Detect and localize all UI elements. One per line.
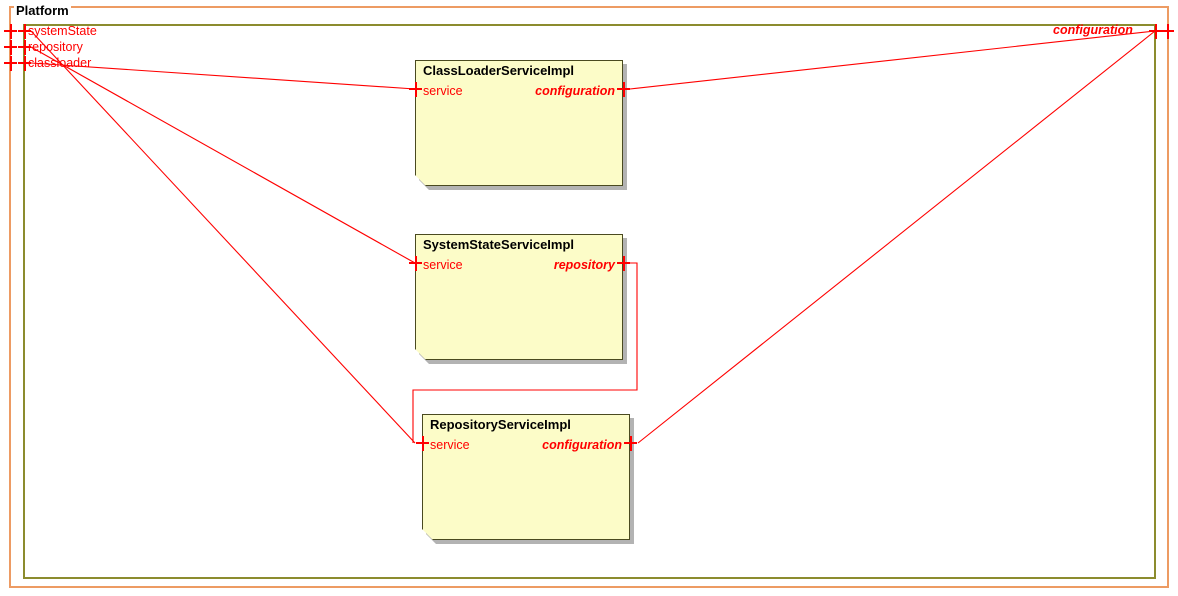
boundary-port-label-classloader: classloader bbox=[28, 56, 92, 70]
port-bar bbox=[416, 442, 429, 444]
component-port-label-configuration: configuration bbox=[542, 437, 622, 452]
port-marker-inner-systemstate[interactable] bbox=[18, 24, 31, 39]
component-port-label-repository: repository bbox=[553, 257, 615, 272]
port-marker-inner-classloader[interactable] bbox=[18, 56, 31, 71]
port-bar bbox=[4, 30, 17, 32]
component-body bbox=[415, 234, 623, 360]
port-bar bbox=[617, 262, 630, 264]
port-bar bbox=[617, 88, 630, 90]
port-bar bbox=[4, 62, 17, 64]
port-marker-outer-systemstate[interactable] bbox=[4, 24, 17, 39]
component-name-label: ClassLoaderServiceImpl bbox=[423, 63, 575, 78]
port-marker-classloaderservice-service[interactable] bbox=[409, 82, 422, 97]
component-port-row: service repository bbox=[415, 256, 623, 274]
component-body bbox=[422, 414, 630, 540]
component-port-label-service: service bbox=[423, 257, 463, 272]
component-repositoryserviceimpl[interactable]: RepositoryServiceImpl service configurat… bbox=[422, 414, 630, 540]
component-port-label-service: service bbox=[423, 83, 463, 98]
port-marker-outer-repository[interactable] bbox=[4, 40, 17, 55]
port-marker-outer-configuration[interactable] bbox=[1161, 24, 1174, 39]
port-bar bbox=[1149, 30, 1162, 32]
component-port-row: service configuration bbox=[422, 436, 630, 454]
component-name-label: SystemStateServiceImpl bbox=[423, 237, 575, 252]
boundary-port-label-repository: repository bbox=[28, 40, 83, 54]
component-name-label: RepositoryServiceImpl bbox=[430, 417, 571, 432]
port-bar bbox=[18, 62, 31, 64]
port-marker-inner-configuration[interactable] bbox=[1149, 24, 1162, 39]
port-marker-classloaderservice-configuration[interactable] bbox=[617, 82, 630, 97]
port-bar bbox=[409, 262, 422, 264]
port-marker-systemstateservice-service[interactable] bbox=[409, 256, 422, 271]
port-bar bbox=[18, 30, 31, 32]
boundary-port-label-configuration: configuration bbox=[1053, 23, 1133, 37]
port-bar bbox=[624, 442, 637, 444]
port-marker-repositoryservice-configuration[interactable] bbox=[624, 436, 637, 451]
port-bar bbox=[1161, 30, 1174, 32]
port-marker-inner-repository[interactable] bbox=[18, 40, 31, 55]
port-bar bbox=[18, 46, 31, 48]
component-body bbox=[415, 60, 623, 186]
port-marker-systemstateservice-repository[interactable] bbox=[617, 256, 630, 271]
component-port-label-configuration: configuration bbox=[535, 83, 615, 98]
package-title: Platform bbox=[14, 3, 71, 18]
package-frame-outer bbox=[9, 6, 1169, 588]
port-bar bbox=[4, 46, 17, 48]
boundary-port-label-systemstate: systemState bbox=[28, 24, 97, 38]
port-bar bbox=[409, 88, 422, 90]
component-classloaderserviceimpl[interactable]: ClassLoaderServiceImpl service configura… bbox=[415, 60, 623, 186]
component-port-label-service: service bbox=[430, 437, 470, 452]
component-systemstateserviceimpl[interactable]: SystemStateServiceImpl service repositor… bbox=[415, 234, 623, 360]
component-port-row: service configuration bbox=[415, 82, 623, 100]
port-marker-repositoryservice-service[interactable] bbox=[416, 436, 429, 451]
port-marker-outer-classloader[interactable] bbox=[4, 56, 17, 71]
